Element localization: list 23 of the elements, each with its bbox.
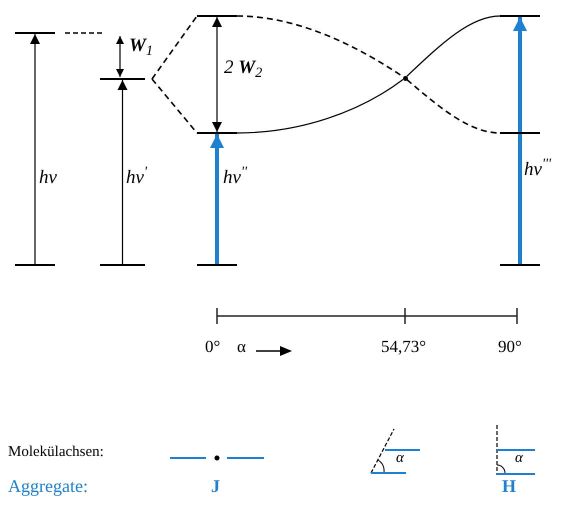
label: α (237, 338, 246, 355)
connector-curve (406, 15, 500, 77)
connector-curve (236, 79, 404, 134)
crossing-point (402, 76, 408, 80)
label: 90° (498, 338, 522, 355)
edge-label: 2 W$_{2}$ (223, 58, 264, 77)
transition-arrow (30, 34, 40, 264)
label: α (515, 451, 523, 466)
label: W$_{1}$ (129, 36, 154, 55)
label: Aggregate: (8, 477, 88, 495)
dashed-connector (151, 78, 198, 134)
label: α (396, 451, 404, 466)
label: Molekülachsen: (8, 445, 104, 460)
dashed-connector (236, 15, 404, 78)
label: 0° (205, 338, 220, 355)
transition-arrow (118, 80, 128, 264)
label: H (502, 477, 516, 495)
transition-arrow (212, 17, 222, 132)
dashed-connector (151, 16, 198, 80)
transition-arrow (513, 17, 527, 264)
label: 54,73° (381, 338, 426, 355)
transition-arrow (210, 134, 224, 264)
label: J (211, 477, 220, 495)
